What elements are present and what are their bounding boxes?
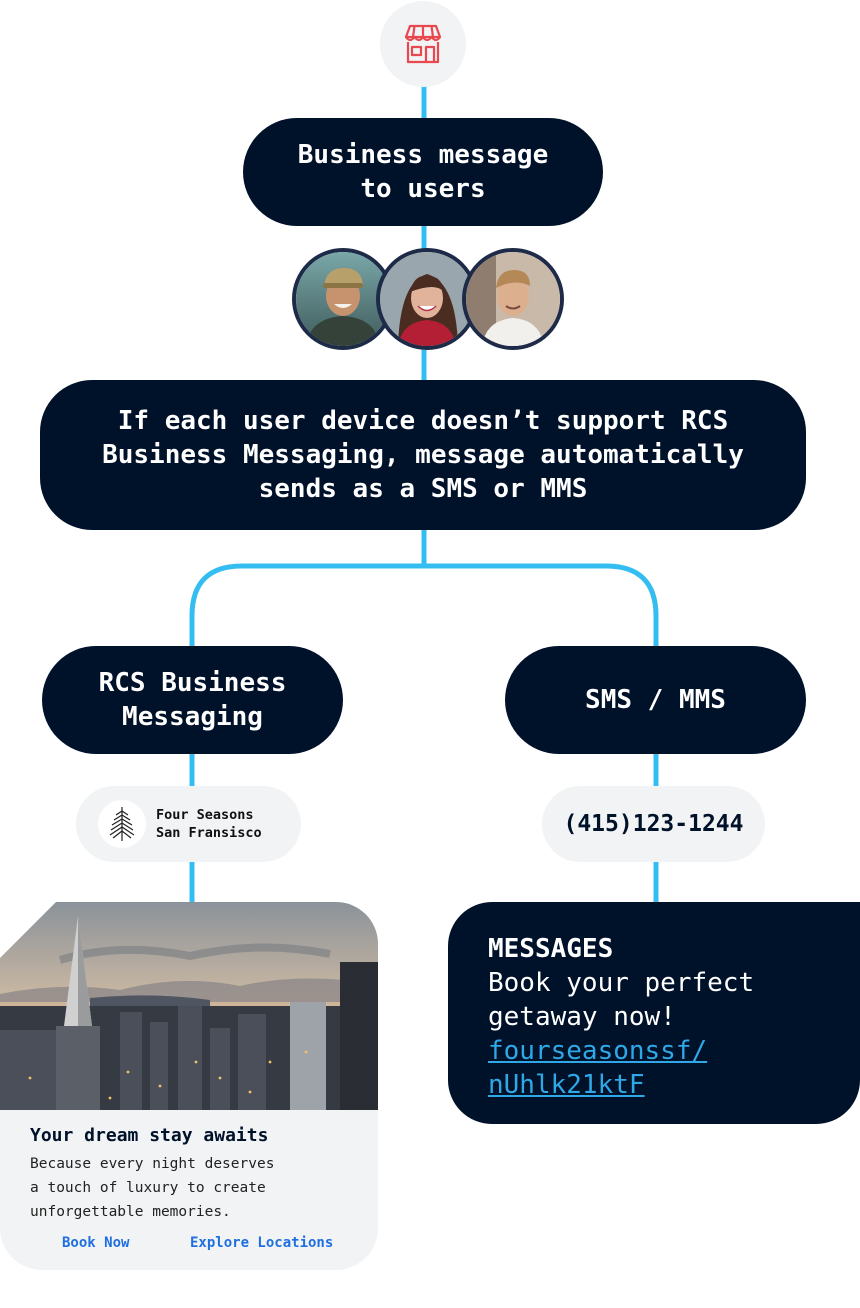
store-icon-circle: [380, 1, 466, 87]
business-message-title-line2: to users: [360, 174, 486, 204]
fallback-rule-node: If each user device doesn’t support RCS …: [40, 380, 806, 530]
sms-title: SMS / MMS: [585, 685, 726, 715]
rcs-title-line1: RCS Business: [98, 668, 287, 698]
city-image: [0, 902, 378, 1110]
card-body-line2: a touch of luxury to create: [30, 1180, 266, 1196]
sms-sender-chip: (415)123-1244: [542, 786, 765, 862]
sender-logo: [98, 800, 146, 848]
tree-logo-icon: [109, 807, 135, 841]
explore-locations-button[interactable]: Explore Locations: [190, 1235, 334, 1251]
user-avatar-3: [462, 248, 564, 350]
fallback-line2: Business Messaging, message automaticall…: [102, 440, 744, 470]
card-body-line1: Because every night deserves: [30, 1156, 275, 1172]
sms-link-line1[interactable]: fourseasonssf/: [488, 1036, 708, 1066]
sender-name-line2: San Fransisco: [156, 825, 262, 841]
user-avatar-1: [292, 248, 394, 350]
business-message-title-line1: Business message: [297, 140, 549, 170]
fallback-line1: If each user device doesn’t support RCS: [117, 406, 729, 436]
business-message-node: Business message to users: [243, 118, 603, 226]
rcs-node: RCS Business Messaging: [42, 646, 343, 754]
rcs-rich-card[interactable]: Your dream stay awaits Because every nig…: [0, 902, 378, 1270]
sms-message-line2: getaway now!: [488, 1002, 676, 1032]
user-avatar-2: [376, 248, 478, 350]
sender-name-line1: Four Seasons: [156, 807, 254, 823]
rcs-title-line2: Messaging: [122, 702, 263, 732]
sms-link-line2[interactable]: nUhlk21ktF: [488, 1070, 645, 1100]
store-icon: [404, 24, 442, 64]
fallback-line3: sends as a SMS or MMS: [258, 474, 588, 504]
sms-message-title: MESSAGES: [488, 934, 614, 964]
card-title: Your dream stay awaits: [30, 1125, 269, 1146]
sms-message-line1: Book your perfect: [488, 968, 755, 998]
card-body-line3: unforgettable memories.: [30, 1204, 231, 1220]
sms-sender-number: (415)123-1244: [563, 811, 744, 837]
sms-message-bubble: MESSAGES Book your perfect getaway now! …: [448, 902, 860, 1124]
book-now-button[interactable]: Book Now: [62, 1235, 130, 1251]
sms-node: SMS / MMS: [505, 646, 806, 754]
rcs-sender-chip: Four Seasons San Fransisco: [76, 786, 301, 862]
